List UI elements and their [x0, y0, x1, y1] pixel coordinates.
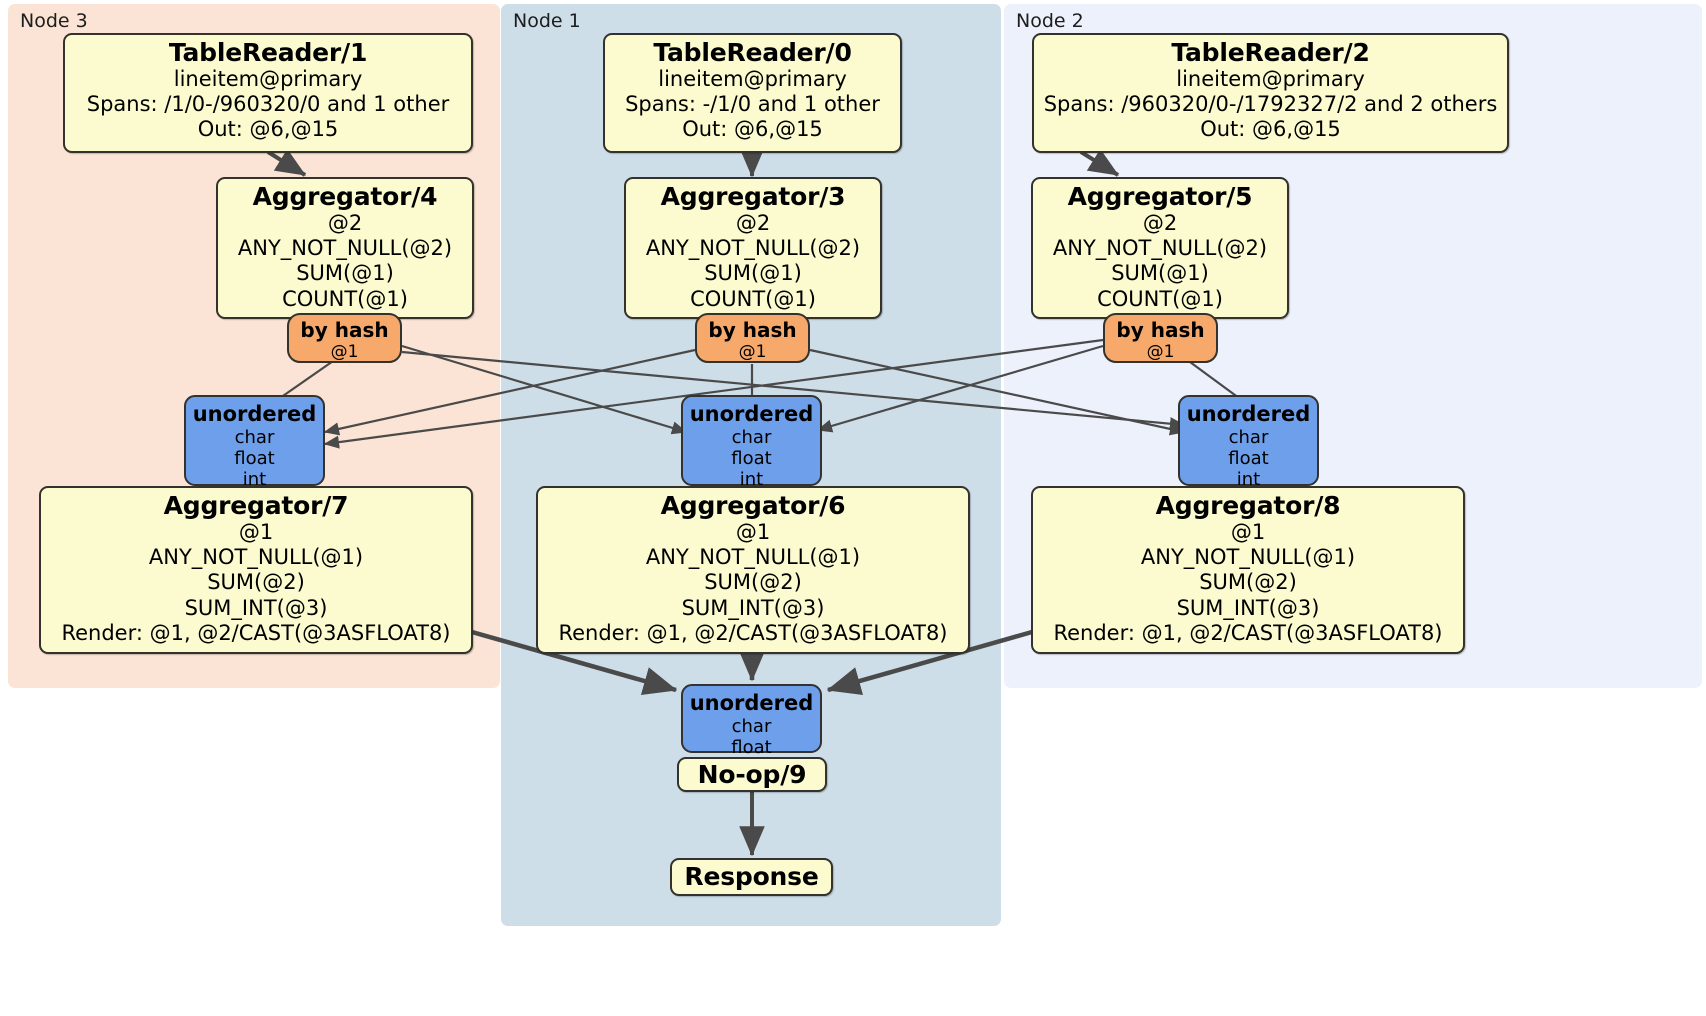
- processor-detail-line: ANY_NOT_NULL(@2): [645, 236, 861, 261]
- synchronizer-unordered-left[interactable]: unordered char float int: [184, 395, 325, 490]
- processor-title: Aggregator/7: [163, 491, 349, 520]
- processor-detail-line: Render: @1, @2/CAST(@3ASFLOAT8): [1053, 620, 1443, 645]
- processor-detail-line: Spans: -/1/0 and 1 other: [625, 92, 880, 117]
- processor-title: TableReader/2: [1171, 38, 1370, 67]
- processor-detail-line: ANY_NOT_NULL(@2): [1052, 236, 1268, 261]
- processor-title: TableReader/0: [653, 38, 852, 67]
- processor-detail-line: lineitem@primary: [173, 67, 363, 91]
- processor-detail-line: ANY_NOT_NULL(@2): [237, 236, 453, 261]
- router-by-hash-left[interactable]: by hash @1: [287, 313, 402, 363]
- synchronizer-unordered-final[interactable]: unordered char float: [681, 684, 822, 758]
- processor-detail-line: SUM(@1): [1111, 261, 1209, 286]
- processor-detail-line: COUNT(@1): [1097, 286, 1223, 311]
- synchronizer-type: char: [731, 715, 772, 737]
- processor-noop-9[interactable]: No-op/9: [677, 757, 827, 792]
- synchronizer-type: int: [739, 468, 764, 490]
- processor-title: Aggregator/3: [660, 182, 846, 211]
- processor-detail-line: lineitem@primary: [1176, 67, 1365, 91]
- router-title: by hash: [300, 318, 389, 342]
- router-column: @1: [738, 342, 767, 362]
- router-title: by hash: [1116, 318, 1205, 342]
- processor-detail-line: SUM_INT(@3): [184, 595, 328, 620]
- processor-detail-line: SUM(@2): [207, 570, 305, 595]
- processor-detail-line: @1: [735, 520, 771, 544]
- processor-aggregator-4[interactable]: Aggregator/4 @2 ANY_NOT_NULL(@2) SUM(@1)…: [216, 177, 474, 319]
- processor-detail-line: SUM(@2): [1199, 570, 1297, 595]
- processor-title: No-op/9: [697, 759, 807, 789]
- processor-aggregator-6[interactable]: Aggregator/6 @1 ANY_NOT_NULL(@1) SUM(@2)…: [536, 486, 970, 654]
- processor-detail-line: ANY_NOT_NULL(@1): [1140, 545, 1356, 570]
- router-column: @1: [330, 342, 359, 362]
- processor-detail-line: ANY_NOT_NULL(@1): [148, 545, 364, 570]
- processor-aggregator-5[interactable]: Aggregator/5 @2 ANY_NOT_NULL(@2) SUM(@1)…: [1031, 177, 1289, 319]
- synchronizer-title: unordered: [192, 402, 317, 426]
- processor-title: Aggregator/5: [1067, 182, 1253, 211]
- router-by-hash-right[interactable]: by hash @1: [1103, 313, 1218, 363]
- processor-tablereader-0[interactable]: TableReader/0 lineitem@primary Spans: -/…: [603, 33, 902, 153]
- synchronizer-unordered-right[interactable]: unordered char float int: [1178, 395, 1319, 490]
- synchronizer-type: float: [234, 447, 275, 469]
- processor-detail-line: Spans: /960320/0-/1792327/2 and 2 others: [1043, 92, 1498, 117]
- processor-detail-line: @1: [1230, 520, 1266, 544]
- processor-detail-line: @2: [327, 211, 363, 235]
- processor-title: Response: [684, 862, 819, 891]
- processor-tablereader-2[interactable]: TableReader/2 lineitem@primary Spans: /9…: [1032, 33, 1509, 153]
- synchronizer-title: unordered: [689, 402, 814, 426]
- processor-detail-line: @2: [735, 211, 771, 235]
- synchronizer-title: unordered: [1186, 402, 1311, 426]
- router-by-hash-center[interactable]: by hash @1: [695, 313, 810, 363]
- processor-detail-line: ANY_NOT_NULL(@1): [645, 545, 861, 570]
- processor-detail-line: @2: [1142, 211, 1178, 235]
- processor-detail-line: SUM_INT(@3): [1176, 595, 1320, 620]
- processor-aggregator-8[interactable]: Aggregator/8 @1 ANY_NOT_NULL(@1) SUM(@2)…: [1031, 486, 1465, 654]
- processor-detail-line: COUNT(@1): [282, 286, 408, 311]
- synchronizer-type: float: [731, 736, 772, 758]
- processor-detail-line: Render: @1, @2/CAST(@3ASFLOAT8): [558, 620, 948, 645]
- processor-detail-line: SUM(@1): [296, 261, 394, 286]
- processor-title: Aggregator/6: [660, 491, 846, 520]
- node-panel-label-node1: Node 1: [513, 10, 581, 32]
- processor-detail-line: lineitem@primary: [658, 67, 847, 91]
- processor-detail-line: SUM_INT(@3): [681, 595, 825, 620]
- processor-detail-line: Spans: /1/0-/960320/0 and 1 other: [86, 92, 450, 117]
- synchronizer-unordered-center[interactable]: unordered char float int: [681, 395, 822, 490]
- synchronizer-title: unordered: [689, 691, 814, 715]
- processor-detail-line: Out: @6,@15: [197, 117, 339, 142]
- processor-detail-line: @1: [238, 520, 274, 544]
- processor-aggregator-3[interactable]: Aggregator/3 @2 ANY_NOT_NULL(@2) SUM(@1)…: [624, 177, 882, 319]
- synchronizer-type: int: [1236, 468, 1261, 490]
- processor-detail-line: Render: @1, @2/CAST(@3ASFLOAT8): [61, 620, 451, 645]
- processor-detail-line: COUNT(@1): [690, 286, 816, 311]
- synchronizer-type: char: [1228, 426, 1269, 448]
- synchronizer-type: float: [731, 447, 772, 469]
- synchronizer-type: int: [242, 468, 267, 490]
- processor-detail-line: Out: @6,@15: [1200, 117, 1341, 142]
- processor-response[interactable]: Response: [670, 858, 833, 896]
- processor-aggregator-7[interactable]: Aggregator/7 @1 ANY_NOT_NULL(@1) SUM(@2)…: [39, 486, 473, 654]
- processor-detail-line: SUM(@1): [704, 261, 802, 286]
- synchronizer-type: char: [731, 426, 772, 448]
- processor-tablereader-1[interactable]: TableReader/1 lineitem@primary Spans: /1…: [63, 33, 473, 153]
- processor-detail-line: Out: @6,@15: [682, 117, 823, 142]
- processor-title: TableReader/1: [168, 38, 368, 67]
- processor-title: Aggregator/8: [1155, 491, 1341, 520]
- synchronizer-type: float: [1228, 447, 1269, 469]
- processor-detail-line: SUM(@2): [704, 570, 802, 595]
- router-column: @1: [1146, 342, 1175, 362]
- processor-title: Aggregator/4: [252, 182, 438, 211]
- node-panel-label-node3: Node 3: [20, 10, 88, 32]
- node-panel-label-node2: Node 2: [1016, 10, 1084, 32]
- synchronizer-type: char: [234, 426, 275, 448]
- router-title: by hash: [708, 318, 797, 342]
